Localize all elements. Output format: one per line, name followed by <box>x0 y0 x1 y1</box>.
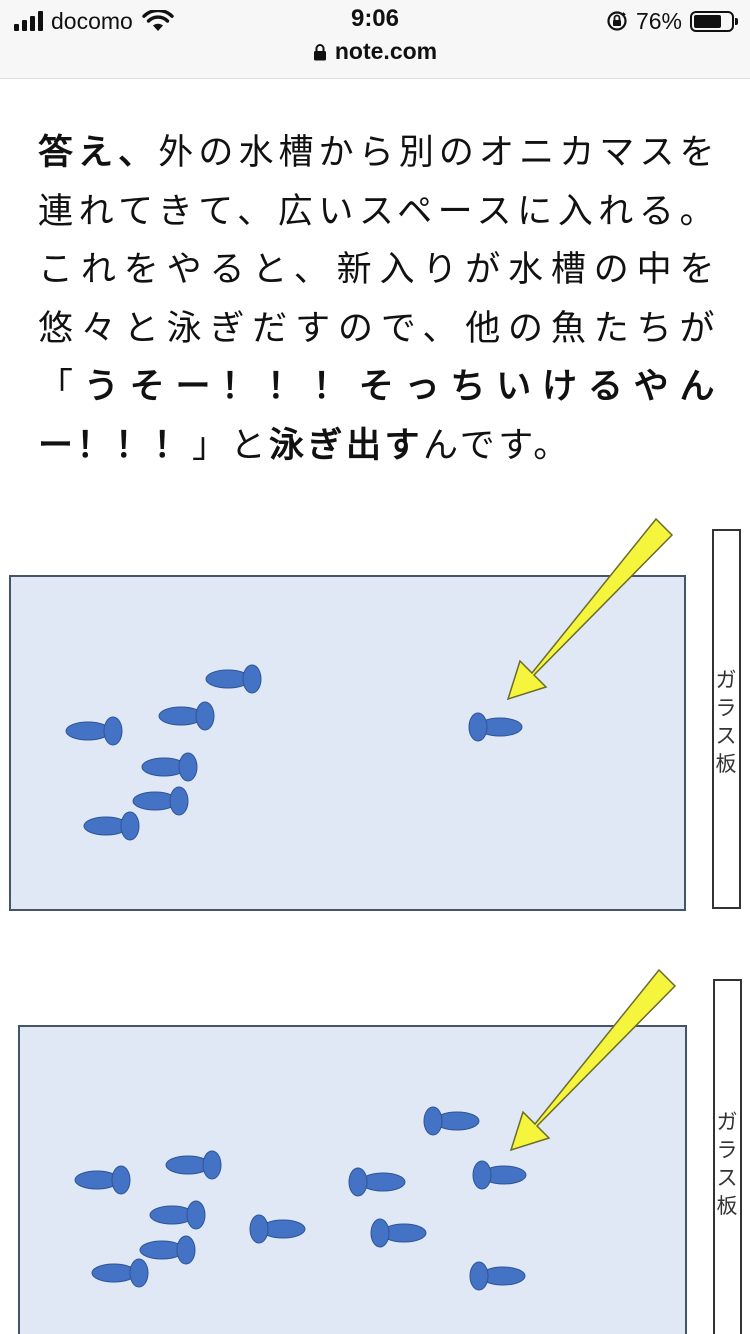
fish-newcomer <box>468 712 523 742</box>
status-right: 76% <box>606 6 738 36</box>
carrier-name: docomo <box>51 7 133 34</box>
fish <box>205 664 262 694</box>
glass-plate <box>712 529 741 909</box>
body-text: 外の水槽から別のオニカマスを連れてきて、広いスペースに入れる。これをやると、新入… <box>38 133 718 407</box>
fish <box>423 1106 480 1136</box>
aquarium-diagram-2-svg: ガラス板 <box>18 968 742 1334</box>
clock: 9:06 <box>350 5 400 32</box>
fish <box>472 1160 527 1190</box>
padlock-icon <box>313 43 326 60</box>
fish-group <box>74 1106 527 1291</box>
fish <box>348 1167 406 1197</box>
fish <box>469 1261 526 1291</box>
battery-icon <box>690 10 738 32</box>
body-text-2: 」と <box>192 425 270 466</box>
fish <box>139 1235 196 1265</box>
aquarium-diagram-1: ガラス板 <box>0 512 750 922</box>
fish <box>74 1165 131 1195</box>
status-left: docomo <box>14 6 175 36</box>
signal-bars-icon <box>14 11 43 31</box>
url-text[interactable]: note.com <box>334 38 438 64</box>
yellow-arrow <box>506 517 674 701</box>
article-paragraph: 答え、外の水槽から別のオニカマスを連れてきて、広いスペースに入れる。これをやると… <box>38 124 718 475</box>
glass-plate-label: ガラス板 <box>717 1110 738 1218</box>
fish <box>158 701 215 731</box>
fish <box>141 752 198 782</box>
fish <box>249 1214 306 1244</box>
aquarium-diagram-1-svg: ガラス板 <box>9 517 741 911</box>
body-text-3: んです。 <box>423 425 572 466</box>
emphasis-quote: うそー！！！そっちいけるやんー！！！ <box>38 366 718 466</box>
emphasis-swim: 泳ぎ出す <box>269 424 424 466</box>
glass-plate <box>713 979 742 1334</box>
fish <box>132 786 189 816</box>
glass-plate-label: ガラス板 <box>716 668 737 776</box>
fish <box>149 1200 206 1230</box>
answer-lead: 答え、 <box>38 132 159 173</box>
url-bar[interactable]: note.com <box>0 38 750 65</box>
fish-group <box>65 664 523 841</box>
fish <box>83 811 140 841</box>
fish <box>65 716 123 746</box>
aquarium-diagram-2: ガラス板 <box>0 964 750 1334</box>
wifi-icon <box>142 10 174 31</box>
fish <box>165 1150 222 1180</box>
status-bar: docomo 9:06 76% note.com <box>0 0 750 79</box>
yellow-arrow <box>509 968 677 1152</box>
fish <box>370 1218 427 1248</box>
battery-percent: 76% <box>635 7 682 34</box>
rotation-lock-icon <box>607 11 627 31</box>
fish <box>91 1258 149 1288</box>
